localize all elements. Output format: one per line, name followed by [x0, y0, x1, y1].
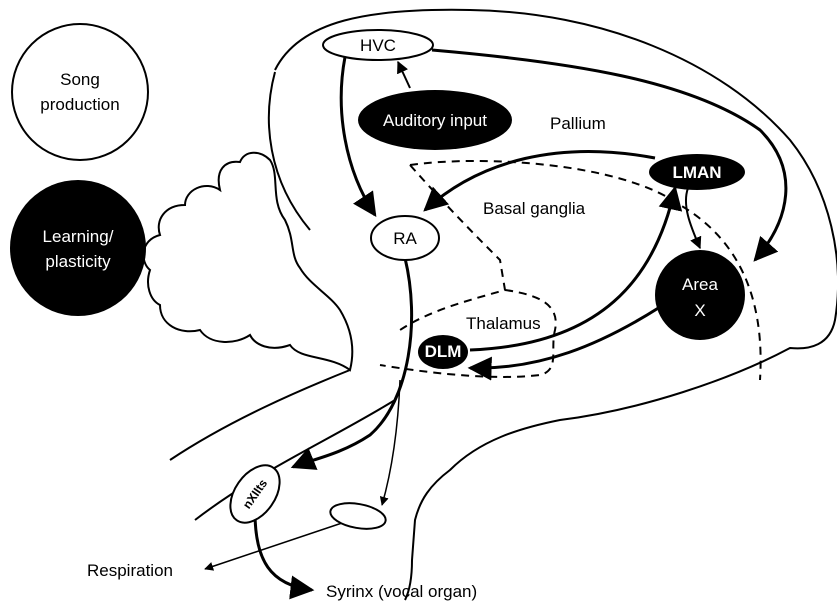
- respiration-label: Respiration: [87, 561, 173, 580]
- legend-song-production-line1: Song: [60, 70, 100, 89]
- area-x-node: Area X: [655, 250, 745, 340]
- area-x-label-line2: X: [694, 301, 705, 320]
- cerebellum: [143, 153, 352, 370]
- ra-node: RA: [371, 216, 439, 260]
- area-x-label-line1: Area: [682, 275, 718, 294]
- syrinx-label: Syrinx (vocal organ): [326, 582, 477, 601]
- respiratory-nucleus-node: [328, 499, 387, 532]
- auditory-input-node: Auditory input: [358, 90, 512, 150]
- dlm-node: DLM: [418, 335, 468, 369]
- legend-song-production: Song production: [12, 24, 148, 160]
- legend-learning-plasticity-line1: Learning/: [43, 227, 114, 246]
- lman-node: LMAN: [649, 154, 745, 190]
- auditory-input-label: Auditory input: [383, 111, 487, 130]
- legend-learning-plasticity: Learning/ plasticity: [10, 180, 146, 316]
- legend-song-production-line2: production: [40, 95, 119, 114]
- legend-learning-plasticity-line2: plasticity: [45, 252, 111, 271]
- thalamus-label: Thalamus: [466, 314, 541, 333]
- dlm-label: DLM: [425, 342, 462, 361]
- brainstem-upper-edge: [170, 370, 350, 460]
- pallium-label: Pallium: [550, 114, 606, 133]
- hvc-label: HVC: [360, 36, 396, 55]
- to-respiration-connection: [205, 522, 345, 569]
- basal-ganglia-label: Basal ganglia: [483, 199, 586, 218]
- lman-label: LMAN: [672, 163, 721, 182]
- ra-label: RA: [393, 229, 417, 248]
- hvc-node: HVC: [323, 30, 433, 60]
- nxiits-to-syrinx-connection: [255, 512, 312, 590]
- hvc-to-area-x-connection: [432, 50, 786, 260]
- brainstem-lower-edge: [195, 400, 395, 520]
- auditory-to-hvc-connection: [398, 62, 410, 88]
